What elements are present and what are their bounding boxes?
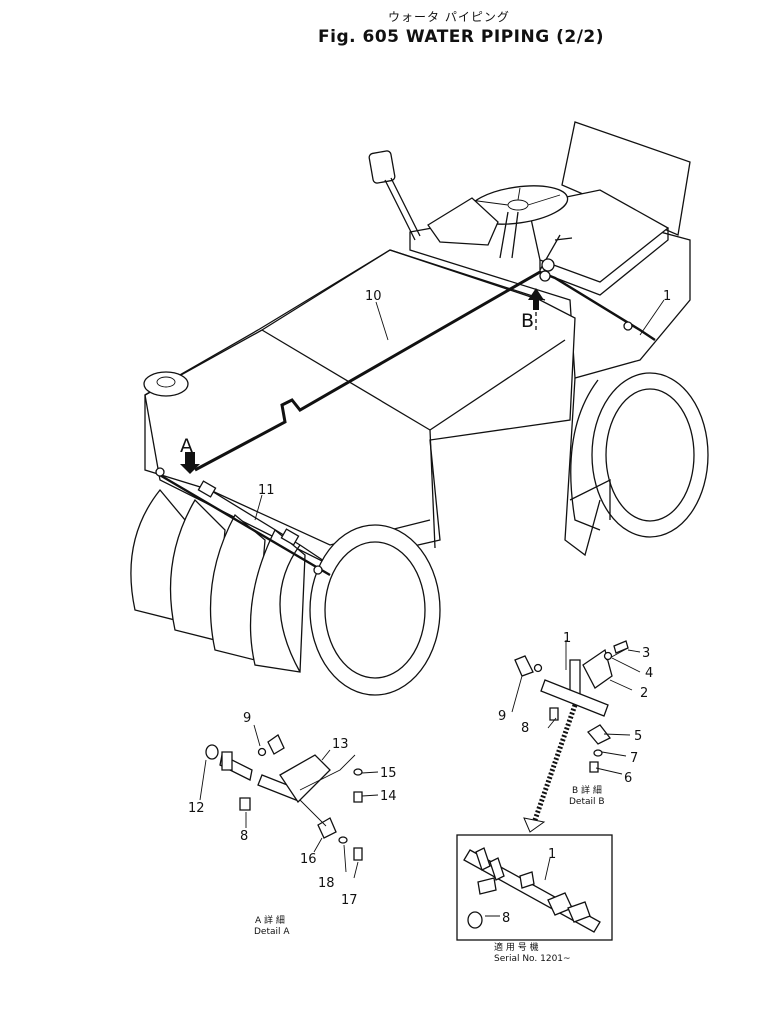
serial-variant-box [456,834,613,941]
operator-seat [527,121,691,296]
detail-b-arrow [528,288,544,310]
roller-machine-illustration [130,121,709,696]
valve-lever [539,234,573,272]
callout-b-7: 7 [630,751,638,766]
callout-a-8: 8 [240,829,248,844]
callout-a-13: 13 [332,737,349,752]
dash-panel [427,197,499,246]
mirror [368,150,421,241]
steering-wheel [467,185,569,259]
callout-a-15: 15 [380,766,397,781]
caption-detail-b-en: Detail B [569,797,605,807]
figure-title: Fig. 605 WATER PIPING (2/2) [318,27,605,47]
callout-b-3: 3 [642,646,650,661]
label-arrow-a: A [180,435,193,457]
callout-10: 10 [365,289,382,304]
callout-1-main: 1 [663,289,671,304]
pipe-brackets [155,270,633,575]
callout-a-16: 16 [300,852,317,867]
callout-b-6: 6 [624,771,632,786]
front-roller-tires [130,488,441,696]
callout-b-8: 8 [521,721,529,736]
detail-b-exploded [511,640,641,833]
callout-11: 11 [258,483,275,498]
detail-a-arrow [180,452,200,474]
sprinkler-pipe-11 [157,472,331,577]
label-arrow-b: B [521,310,534,332]
callout-b-5: 5 [634,729,642,744]
callout-a-14: 14 [380,789,397,804]
callout-serial-8: 8 [502,911,510,926]
callout-serial-1: 1 [548,847,556,862]
callout-a-12: 12 [188,801,205,816]
callout-a-9: 9 [243,711,251,726]
water-pipe-10 [194,270,541,472]
caption-serial-jp: 適 用 号 機 [494,941,539,953]
caption-detail-a-en: Detail A [254,927,290,937]
callout-a-18: 18 [318,876,335,891]
callout-b-2: 2 [640,686,648,701]
callout-b-9: 9 [498,709,506,724]
water-tank-body [144,249,576,566]
tank-filler-cap [143,371,189,397]
caption-detail-a-jp: A 詳 細 [255,914,285,926]
callout-a-17: 17 [341,893,358,908]
caption-serial-en: Serial No. 1201~ [494,954,571,964]
rear-tire [570,372,709,538]
callout-b-1: 1 [563,631,571,646]
title-japanese: ウォータ パイピング [388,10,510,24]
caption-detail-b-jp: B 詳 細 [572,784,602,796]
detail-a-exploded [199,724,379,879]
callout-b-4: 4 [645,666,653,681]
